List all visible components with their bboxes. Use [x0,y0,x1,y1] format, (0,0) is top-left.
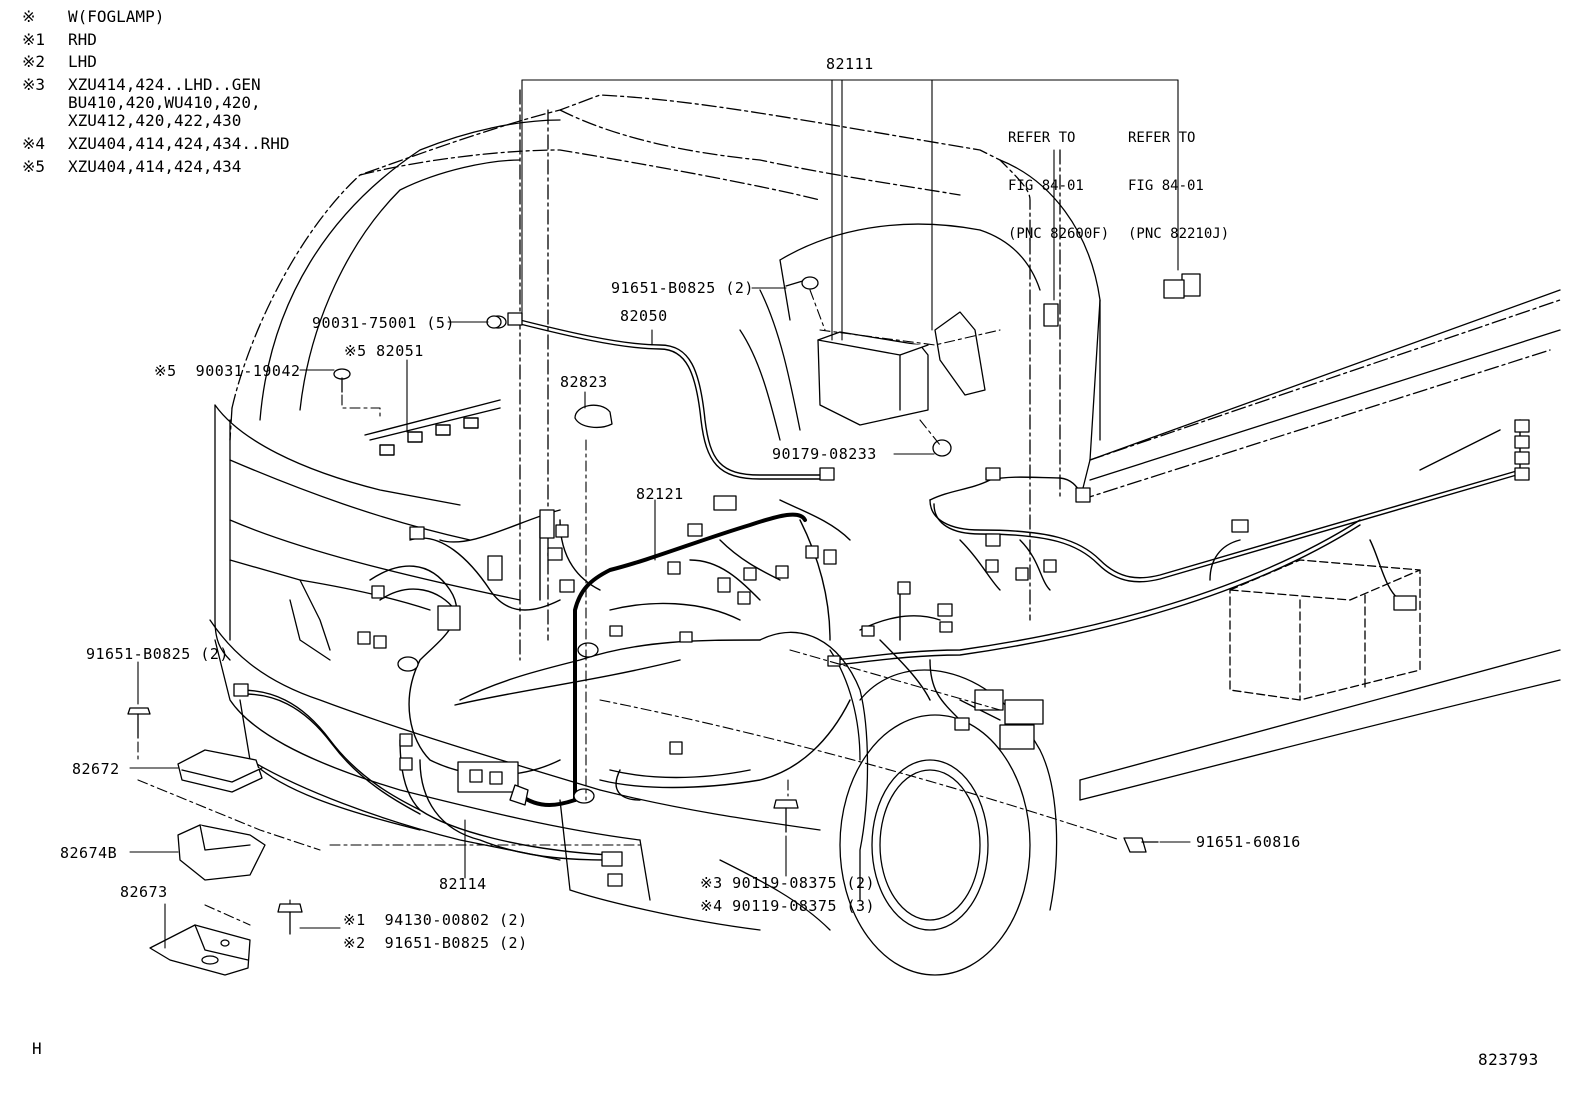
callout-91651-b0825-left: 91651-B0825 (2) [86,645,229,663]
fasteners [127,276,1159,935]
bracket-82674b [177,824,266,881]
callout-94130-00802: ※1 94130-00802 (2) [343,911,528,929]
callout-90179-08233: 90179-08233 [772,445,877,463]
right-connector-block [954,689,1044,750]
legend-row: XZU412,420,422,430 [68,111,242,130]
battery [1229,559,1421,701]
bracket-82673 [149,924,251,976]
callout-82672: 82672 [72,760,120,778]
callout-82050: 82050 [620,307,668,325]
leader-lines-dashed [137,289,1121,926]
callout-90119-08375-3: ※4 90119-08375 (3) [700,897,876,915]
refer-note-82210j: REFER TO FIG 84-01 (PNC 82210J) [1128,130,1230,242]
callout-82823: 82823 [560,373,608,391]
harness-82121 [518,512,807,807]
callout-90119-08375-2: ※3 90119-08375 (2) [700,874,876,892]
callout-82673: 82673 [120,883,168,901]
bracket-82672 [177,749,263,793]
legend-row: BU410,420,WU410,420, [68,93,261,112]
callout-82051: ※5 82051 [344,342,424,360]
legend-row: ※W(FOGLAMP) [22,7,165,26]
harness-connectors [233,273,1530,887]
relay-box-82111 [817,311,986,426]
cab-body [209,119,1561,931]
callout-90031-75001: 90031-75001 (5) [312,314,455,332]
callout-91651-60816: 91651-60816 [1196,833,1301,851]
callout-90031-19042: ※5 90031-19042 [154,362,301,380]
callout-91651-b0825-top: 91651-B0825 (2) [611,279,754,297]
leader-lines [129,79,1191,949]
junction-connector [457,761,529,806]
footer-mark: H [32,1039,43,1058]
callout-82121: 82121 [636,485,684,503]
callout-91651-b0825-lhd: ※2 91651-B0825 (2) [343,934,528,952]
callout-82111: 82111 [826,55,874,73]
figure-number: 823793 [1478,1050,1539,1069]
callout-82114: 82114 [439,875,487,893]
refer-note-82600f: REFER TO FIG 84-01 (PNC 82600F) [1008,130,1110,242]
callout-82674b: 82674B [60,844,118,862]
cab-outline [229,89,1561,661]
